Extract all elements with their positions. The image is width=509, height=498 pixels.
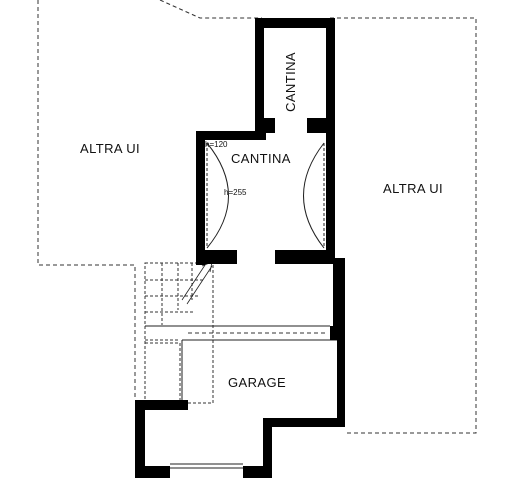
altra-ui-left-top-edge <box>159 0 262 19</box>
room-label-altra-ui-left: ALTRA UI <box>80 141 140 156</box>
wall-lower-left <box>196 131 205 265</box>
stair-arrow-line <box>181 261 208 301</box>
wall-upper-right <box>326 18 335 264</box>
altra-ui-left-outline <box>37 0 136 400</box>
wall-upper-top <box>255 18 335 28</box>
wall-lower-bottom-left <box>196 250 237 264</box>
wall-lower-top <box>196 131 266 140</box>
height-annotation-1: h=120 <box>205 140 228 149</box>
room-label-cantina-upper: CANTINA <box>283 52 298 112</box>
wall-upper-door-jamb-left <box>255 118 275 133</box>
door-swings <box>206 142 325 249</box>
walls <box>135 18 345 478</box>
wall-lower-bottom-right <box>275 250 335 264</box>
height-annotation-2: h=255 <box>224 188 247 197</box>
stair-arrow-line <box>186 265 213 305</box>
room-label-garage: GARAGE <box>228 375 286 390</box>
wall-garage-left <box>135 400 145 478</box>
wall-upper-left <box>255 18 264 133</box>
wall-garage-left-stub <box>135 400 188 410</box>
neighbor-unit-outlines <box>37 0 477 434</box>
wall-garage-right-joint <box>330 326 345 340</box>
wall-garage-step <box>263 418 345 427</box>
wall-garage-bottom-right <box>243 466 272 478</box>
wall-garage-bottom-left <box>135 466 170 478</box>
door-swing-arc-left <box>206 142 229 249</box>
wall-garage-right-upper <box>333 258 345 326</box>
stair-direction <box>181 261 213 305</box>
wall-upper-door-jamb-right <box>307 118 335 133</box>
stair-landing <box>144 342 181 402</box>
door-swing-arc-right <box>303 142 325 249</box>
thin-lines <box>145 325 340 469</box>
wall-garage-right-lower <box>337 340 345 427</box>
wall-garage-right-bottom <box>263 418 272 478</box>
room-label-altra-ui-right: ALTRA UI <box>383 181 443 196</box>
room-label-cantina-lower: CANTINA <box>231 151 291 166</box>
altra-ui-right-outline <box>330 17 477 434</box>
